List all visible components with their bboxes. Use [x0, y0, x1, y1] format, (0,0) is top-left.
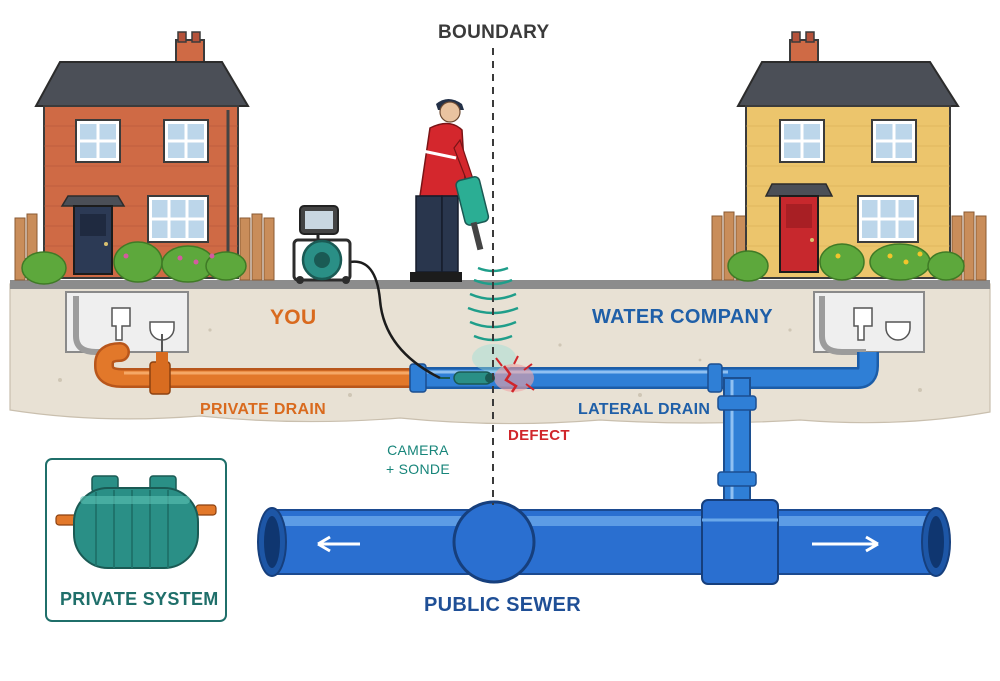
door-canopy: [60, 195, 126, 207]
sonde-glow: [472, 344, 516, 372]
flowers-left: [123, 253, 215, 265]
public-sewer-label: PUBLIC SEWER: [424, 594, 581, 616]
toilet-icon: [853, 307, 873, 341]
private-system-inset: [45, 458, 227, 622]
camera-cable: [349, 260, 441, 380]
brick-house: [34, 31, 250, 279]
bathroom-left: [65, 291, 189, 355]
bathroom-right: [813, 291, 925, 355]
toilet-icon: [111, 307, 131, 341]
sewer-manhole-collar: [452, 500, 536, 584]
defect-label: DEFECT: [508, 427, 570, 444]
pipe-crack-icon: [494, 355, 535, 393]
lateral-drain-label: LATERAL DRAIN: [578, 401, 711, 418]
left-fence: [14, 213, 275, 281]
you-label: YOU: [270, 306, 317, 329]
roof: [34, 61, 250, 107]
drain-camera-reel: [292, 205, 352, 284]
roof: [736, 61, 960, 107]
sink-icon: [885, 321, 911, 341]
sink-icon: [149, 321, 175, 341]
camera-label-line1: CAMERA: [387, 442, 449, 458]
worker-with-locator: [410, 99, 490, 282]
private-drain-label: PRIVATE DRAIN: [200, 401, 326, 418]
camera-sonde-label: CAMERA + SONDE: [386, 441, 450, 479]
door-canopy: [764, 183, 834, 197]
flowers-right: [835, 251, 923, 265]
camera-label-line2: + SONDE: [386, 461, 450, 477]
septic-tank-icon: [73, 475, 199, 569]
bushes-right: [727, 243, 965, 282]
soil-speckles: [58, 328, 922, 397]
yellow-house: [736, 31, 960, 279]
flow-arrow-left-icon: [317, 535, 360, 553]
bushes-left: [21, 241, 247, 285]
flow-arrow-right-icon: [812, 535, 879, 553]
private-drain-pipe: [94, 342, 430, 395]
water-company-label: WATER COMPANY: [592, 306, 773, 328]
boundary-label: BOUNDARY: [438, 22, 550, 43]
public-sewer-pipe: [257, 499, 951, 585]
private-system-label: PRIVATE SYSTEM: [60, 589, 219, 609]
